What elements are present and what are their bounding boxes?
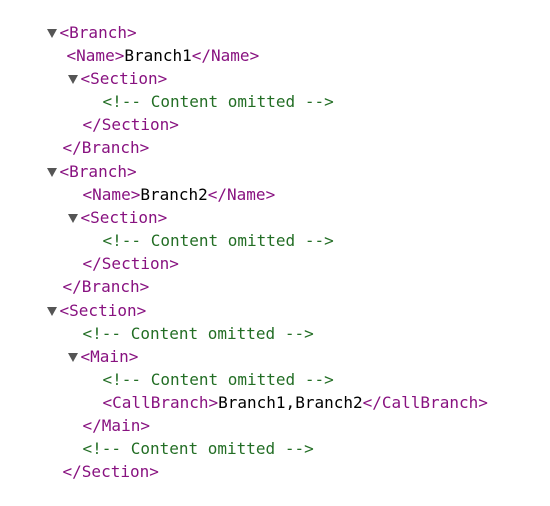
name-close-tag: </Name> <box>191 46 260 65</box>
branch2-section-comment: <!-- Content omitted --> <box>64 206 334 250</box>
disclosure-triangle-expanded-icon[interactable] <box>46 29 57 38</box>
section-comment-before: <!-- Content omitted --> <box>44 299 314 343</box>
branch-close-tag: </Branch> <box>62 277 150 296</box>
main-comment: <!-- Content omitted --> <box>64 345 334 389</box>
disclosure-triangle-expanded-icon[interactable] <box>67 353 78 362</box>
section-open-tag: <Section> <box>59 301 147 320</box>
section-close-tag: </Section> <box>82 115 179 134</box>
section-open-tag: <Section> <box>80 208 168 227</box>
branch1-close-line: </Branch> <box>24 113 150 157</box>
callbranch-close-tag: </CallBranch> <box>362 393 488 412</box>
branch2-close-line: </Branch> <box>24 252 150 296</box>
disclosure-triangle-expanded-icon[interactable] <box>46 168 57 177</box>
section-comment-after: <!-- Content omitted --> <box>44 414 314 458</box>
main-close-line: </Main> <box>44 391 150 435</box>
comment-text: <!-- Content omitted --> <box>82 324 314 343</box>
branch-open-tag: <Branch> <box>59 162 137 181</box>
name-value: Branch2 <box>140 185 208 204</box>
main-open-line[interactable]: <Main> <box>29 322 138 366</box>
disclosure-triangle-expanded-icon[interactable] <box>67 214 78 223</box>
comment-text: <!-- Content omitted --> <box>102 92 334 111</box>
branch-open-tag: <Branch> <box>59 23 137 42</box>
section-open-line[interactable]: <Section> <box>8 276 146 320</box>
callbranch-line: <CallBranch>Branch1,Branch2</CallBranch> <box>64 368 488 412</box>
xml-tree-viewer: <Branch> <Name>Branch1</Name> <Section> … <box>8 0 488 481</box>
branch-close-tag: </Branch> <box>62 138 150 157</box>
name-open-tag: <Name> <box>82 185 141 204</box>
branch1-section-close-line: </Section> <box>44 90 179 134</box>
name-close-tag: </Name> <box>207 185 276 204</box>
name-value: Branch1 <box>124 46 192 65</box>
branch1-section-open-line[interactable]: <Section> <box>29 44 167 88</box>
section-close-line: </Section> <box>24 437 159 481</box>
comment-text: <!-- Content omitted --> <box>82 439 314 458</box>
main-open-tag: <Main> <box>80 347 139 366</box>
section-close-tag: </Section> <box>62 462 159 481</box>
name-open-tag: <Name> <box>66 46 125 65</box>
branch2-section-open-line[interactable]: <Section> <box>29 183 167 227</box>
section-close-tag: </Section> <box>82 254 179 273</box>
comment-text: <!-- Content omitted --> <box>102 370 334 389</box>
branch2-name-line: <Name>Branch2</Name> <box>44 160 276 204</box>
section-open-tag: <Section> <box>80 69 168 88</box>
branch1-section-comment: <!-- Content omitted --> <box>64 67 334 111</box>
disclosure-triangle-expanded-icon[interactable] <box>46 307 57 316</box>
disclosure-triangle-expanded-icon[interactable] <box>67 75 78 84</box>
callbranch-open-tag: <CallBranch> <box>102 393 219 412</box>
branch1-name-line: <Name>Branch1</Name> <box>28 21 260 65</box>
branch2-section-close-line: </Section> <box>44 229 179 273</box>
callbranch-value: Branch1,Branch2 <box>218 393 363 412</box>
branch1-open-line[interactable]: <Branch> <box>8 0 137 42</box>
branch2-open-line[interactable]: <Branch> <box>8 137 137 181</box>
main-close-tag: </Main> <box>82 416 150 435</box>
comment-text: <!-- Content omitted --> <box>102 231 334 250</box>
